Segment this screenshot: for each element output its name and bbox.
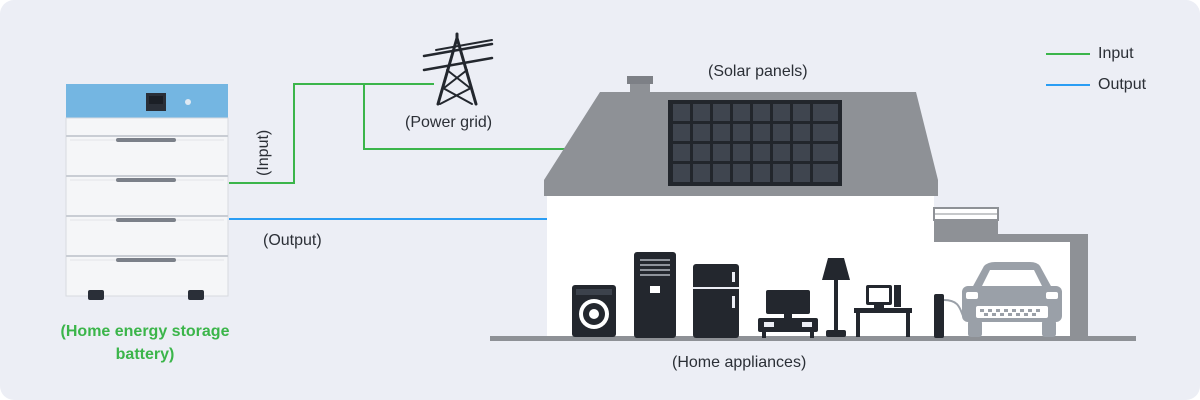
battery-label: (Home energy storage battery) <box>60 323 230 363</box>
legend-swatch-input <box>1046 53 1090 55</box>
television-icon <box>758 290 818 338</box>
input-label: (Input) <box>255 129 272 176</box>
input-line <box>229 83 664 184</box>
ground-line <box>490 336 1136 341</box>
computer-icon <box>854 285 912 337</box>
chimney <box>627 76 653 84</box>
battery-icon <box>65 84 229 300</box>
refrigerator-icon <box>693 264 739 338</box>
garage-roof <box>934 220 998 236</box>
washing-machine-icon <box>572 285 616 337</box>
car-icon <box>962 262 1062 337</box>
legend-label-output: Output <box>1098 76 1147 93</box>
legend-swatch-output <box>1046 84 1090 86</box>
legend-label-input: Input <box>1098 45 1134 62</box>
home-appliances-label: (Home appliances) <box>672 354 807 371</box>
floor-lamp-icon <box>822 258 850 337</box>
air-conditioner-icon <box>634 252 676 338</box>
legend-item-output: Output <box>1046 76 1146 94</box>
power-grid-tower-icon <box>422 32 494 106</box>
output-label: (Output) <box>263 232 322 249</box>
power-grid-label: (Power grid) <box>405 114 493 131</box>
solar-panels-label: (Solar panels) <box>708 63 808 80</box>
solar-panel-icon <box>668 100 842 186</box>
legend-item-input: Input <box>1046 45 1134 63</box>
